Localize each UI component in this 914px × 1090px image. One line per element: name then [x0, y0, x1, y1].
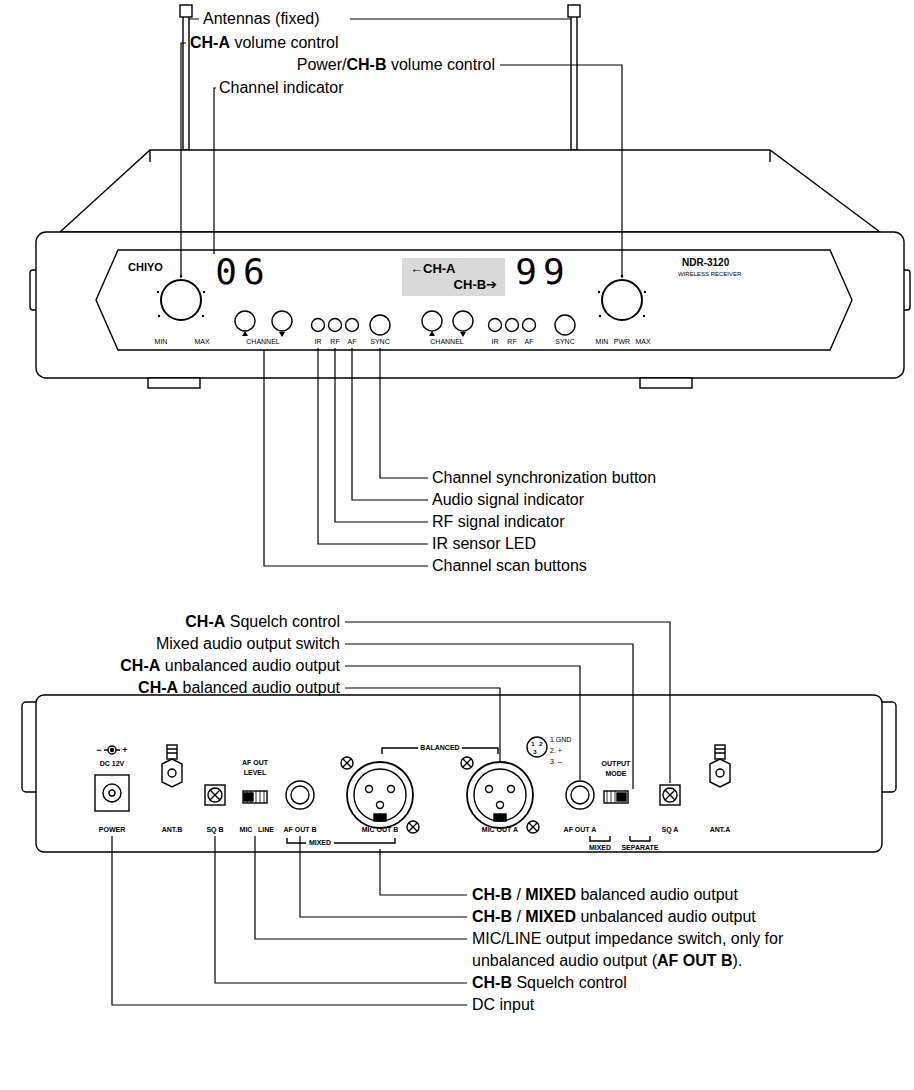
text-label: MIXED: [589, 844, 611, 852]
text-label: MIN: [596, 338, 609, 346]
text-label: 3: [533, 749, 536, 756]
callout-label: CH-B Squelch control: [472, 974, 627, 992]
callout-label: Mixed audio output switch: [156, 635, 340, 653]
callout-label: CH-A balanced audio output: [138, 679, 340, 697]
text-label: POWER: [99, 826, 125, 834]
text-label: MODE: [606, 770, 627, 778]
channel-direction-panel: ←CH-ACH-B➔: [402, 258, 505, 296]
callout-label: CH-B / MIXED unbalanced audio output: [472, 908, 756, 926]
text-label: LINE: [258, 826, 274, 834]
callout-label: Antennas (fixed): [203, 10, 320, 28]
text-label: AF OUT B: [283, 826, 316, 834]
text-label: 2. +: [550, 747, 562, 755]
callout-label: Channel scan buttons: [432, 557, 587, 575]
text-label: ANT.B: [162, 826, 183, 834]
callout-label: CH-A Squelch control: [185, 613, 340, 631]
text-label: AF OUT: [242, 759, 268, 767]
text-label: SQ A: [662, 826, 679, 834]
callout-label: Audio signal indicator: [432, 491, 584, 509]
panel-text: CH-B➔: [410, 277, 497, 293]
text-label: 2: [539, 741, 542, 748]
text-label: MIXED: [309, 839, 331, 847]
callout-label: CH-B / MIXED balanced audio output: [472, 886, 738, 904]
text-label: IR: [315, 338, 322, 346]
text-label: 3. –: [550, 758, 562, 766]
callout-label: Power/CH-B volume control: [297, 56, 495, 74]
panel-text: ←CH-A: [410, 261, 497, 277]
text-label: IR: [492, 338, 499, 346]
text-label: LEVEL: [244, 769, 267, 777]
text-label: MIN: [155, 338, 168, 346]
callout-label: MIC/LINE output impedance switch, only f…: [472, 928, 817, 972]
text-label: OUTPUT: [602, 760, 631, 768]
callout-label: Channel indicator: [219, 79, 344, 97]
text-label: SEPARATE: [621, 844, 658, 852]
text-label: −: [96, 745, 101, 755]
text-label: WIRELESS RECEIVER: [678, 271, 741, 278]
text-label: PWR: [614, 338, 630, 346]
text-label: MIC OUT B: [362, 826, 399, 834]
text-label: RF: [330, 338, 339, 346]
callout-label: Channel synchronization button: [432, 469, 656, 487]
text-label: CHANNEL: [430, 338, 463, 346]
callout-label: IR sensor LED: [432, 535, 536, 553]
callout-label: CH-A unbalanced audio output: [120, 657, 340, 675]
text-label: BALANCED: [420, 744, 459, 752]
text-label: ANT.A: [710, 826, 731, 834]
callout-label: CH-A volume control: [190, 34, 339, 52]
callout-label: 99: [509, 251, 570, 292]
text-label: SYNC: [555, 338, 574, 346]
text-label: DC 12V: [100, 760, 125, 768]
callout-label: 06: [209, 251, 270, 292]
callout-label: RF signal indicator: [432, 513, 565, 531]
text-label: AF: [348, 338, 357, 346]
callout-label: DC input: [472, 996, 534, 1014]
text-label: MIC: [240, 826, 253, 834]
text-label: NDR-3120: [682, 257, 729, 269]
text-label: 1.GND: [550, 736, 571, 744]
text-label: 1: [531, 741, 534, 748]
text-label: MAX: [635, 338, 650, 346]
text-label: +: [122, 745, 127, 755]
text-label: AF: [525, 338, 534, 346]
text-label: AF OUT A: [564, 826, 597, 834]
text-label: CHIYO: [128, 261, 163, 274]
text-label: SQ B: [206, 826, 223, 834]
text-label: CHANNEL: [246, 338, 279, 346]
text-label: MAX: [194, 338, 209, 346]
text-label: SYNC: [370, 338, 389, 346]
text-label: RF: [507, 338, 516, 346]
text-label: MIC OUT A: [482, 826, 518, 834]
